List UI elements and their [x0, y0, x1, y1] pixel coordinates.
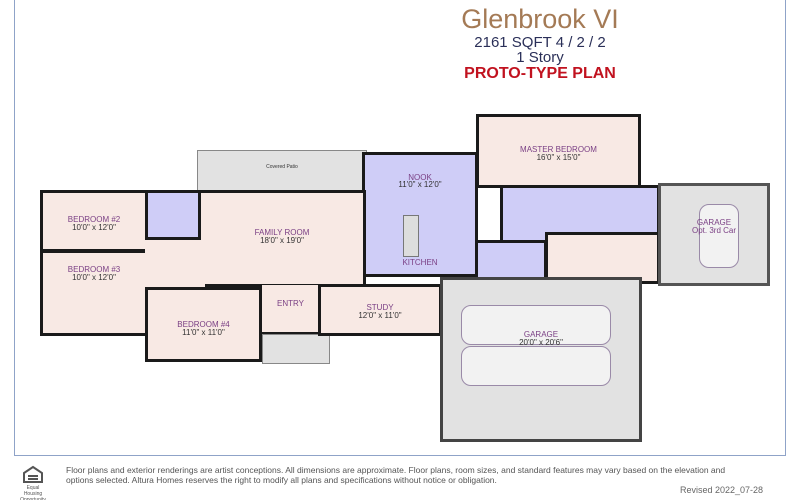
study: STUDY 12'0" x 11'0" [318, 284, 442, 336]
study-label: STUDY [366, 303, 394, 312]
master-bedroom-label: MASTER BEDROOM [520, 145, 597, 154]
car-icon [699, 204, 739, 268]
covered-patio-label: Covered Patio [266, 164, 298, 170]
study-dims: 12'0" x 11'0" [358, 311, 402, 320]
master-bedroom: MASTER BEDROOM 16'0" x 15'0" [476, 114, 641, 188]
front-porch [262, 334, 330, 364]
utility-room [475, 240, 547, 280]
kitchen-island [403, 215, 419, 257]
bedroom-3-label: BEDROOM #3 [67, 265, 121, 274]
garage-opt-dims: Opt. 3rd Car [691, 226, 736, 235]
garage-label: GARAGE [523, 330, 559, 339]
nook-label: NOOK [408, 173, 432, 182]
plan-stories: 1 Story [516, 49, 564, 66]
family-room-label: FAMILY ROOM [254, 228, 310, 237]
entry-label: ENTRY [277, 299, 304, 308]
covered-patio: Covered Patio [197, 150, 367, 192]
garage-optional-3rd-car: GARAGE Opt. 3rd Car [658, 183, 770, 286]
bedroom-4-label: BEDROOM #4 [177, 320, 230, 329]
family-room-dims: 18'0" x 19'0" [260, 236, 304, 245]
garage-dims: 20'0" x 20'6" [519, 338, 563, 347]
bedroom-4: BEDROOM #4 11'0" x 11'0" [145, 287, 262, 362]
plan-title: Glenbrook VI [461, 4, 619, 34]
nook-kitchen: NOOK 11'0" x 12'0" KITCHEN [362, 152, 478, 277]
kitchen-label: KITCHEN [402, 258, 438, 267]
car-icon [461, 346, 611, 386]
hall-bath [145, 190, 201, 240]
bedroom-2: BEDROOM #2 10'0" x 12'0" [40, 190, 148, 252]
equal-housing-logo: Equal Housing Opportunity [18, 465, 48, 500]
nook-dims: 11'0" x 12'0" [398, 180, 442, 189]
disclaimer: Floor plans and exterior renderings are … [66, 465, 726, 485]
page-frame [14, 0, 786, 456]
bedroom-3: BEDROOM #3 10'0" x 12'0" [40, 250, 148, 336]
garage-opt-label: GARAGE [696, 218, 732, 227]
car-icon [461, 305, 611, 345]
revised-date: Revised 2022_07-28 [680, 485, 764, 495]
bedroom-2-label: BEDROOM #2 [67, 215, 121, 224]
master-bedroom-dims: 16'0" x 15'0" [536, 153, 581, 162]
garage: GARAGE 20'0" x 20'6" [440, 277, 642, 442]
bedroom-2-dims: 10'0" x 12'0" [72, 223, 116, 232]
bedroom-3-dims: 10'0" x 12'0" [72, 273, 116, 282]
equal-housing-text: Equal Housing Opportunity [20, 485, 46, 500]
plan-type: PROTO-TYPE PLAN [464, 65, 616, 82]
house-icon [23, 465, 43, 483]
hallway [145, 240, 205, 290]
bedroom-4-dims: 11'0" x 11'0" [182, 328, 225, 337]
family-room: FAMILY ROOM 18'0" x 19'0" [198, 190, 366, 287]
entry: ENTRY [259, 285, 322, 335]
plan-specs: 2161 SQFT 4 / 2 / 2 [474, 34, 606, 51]
